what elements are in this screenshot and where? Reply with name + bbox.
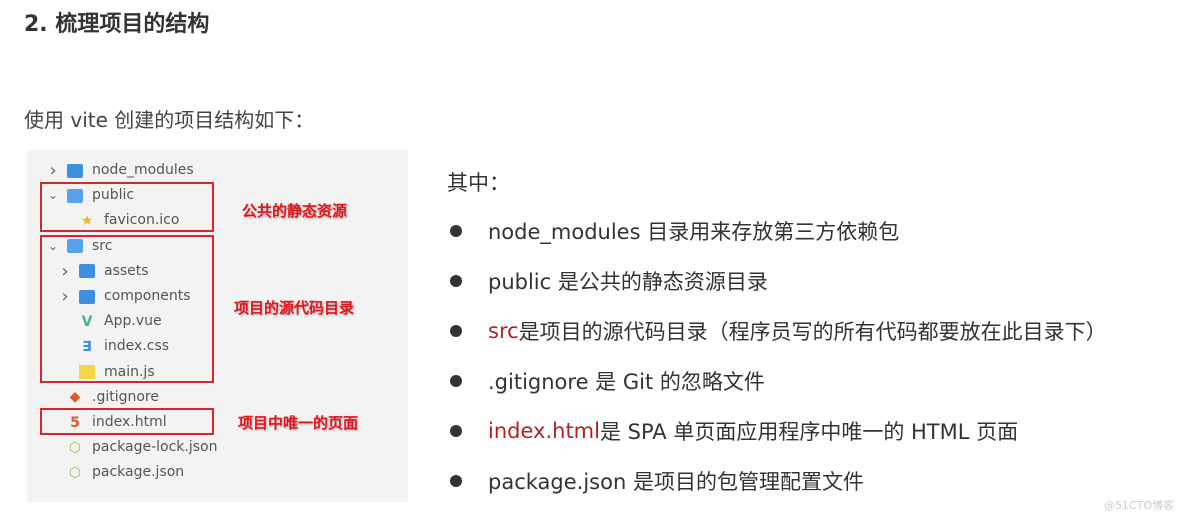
tree-item[interactable]: › node_modules bbox=[47, 158, 194, 183]
git-icon: ◆ bbox=[69, 389, 81, 406]
tree-item[interactable]: ★ favicon.ico bbox=[59, 208, 180, 233]
chevron-down-icon[interactable]: ⌄ bbox=[47, 188, 59, 203]
chevron-right-icon[interactable]: › bbox=[61, 286, 69, 307]
annotation-src: 项目的源代码目录 bbox=[234, 299, 355, 317]
watermark: @51CTO博客 bbox=[1103, 499, 1174, 512]
public-highlight-box bbox=[40, 182, 214, 232]
bullet-icon bbox=[450, 425, 462, 437]
list-item-text: package.json 是项目的包管理配置文件 bbox=[488, 470, 864, 494]
tree-item-label: App.vue bbox=[104, 313, 162, 330]
tree-item[interactable]: ⬡ package.json bbox=[47, 460, 184, 485]
index-highlight-box bbox=[40, 408, 214, 435]
folder-icon bbox=[79, 264, 95, 279]
tree-item-label: index.html bbox=[92, 414, 167, 430]
tree-item[interactable]: ⬡ package-lock.json bbox=[47, 435, 218, 460]
tree-item[interactable]: ◆ .gitignore bbox=[47, 385, 159, 410]
list-item: index.html 是 SPA 单页面应用程序中唯一的 HTML 页面 bbox=[450, 416, 1018, 446]
tree-item[interactable]: ∃ index.css bbox=[59, 334, 169, 359]
html-icon: 5 bbox=[70, 414, 80, 431]
star-icon: ★ bbox=[80, 212, 94, 229]
highlight-term: index.html bbox=[488, 419, 600, 443]
js-icon bbox=[79, 365, 95, 380]
tree-item[interactable]: ⌄ src bbox=[47, 234, 112, 259]
tree-item[interactable]: › assets bbox=[59, 259, 149, 284]
list-item: package.json 是项目的包管理配置文件 bbox=[450, 466, 864, 496]
list-item-text: 是 SPA 单页面应用程序中唯一的 HTML 页面 bbox=[599, 420, 1019, 444]
chevron-right-icon[interactable]: › bbox=[49, 160, 57, 181]
tree-item-label: node_modules bbox=[92, 162, 194, 178]
tree-item-label: package.json bbox=[92, 464, 185, 481]
tree-item[interactable]: 5 index.html bbox=[47, 410, 167, 435]
highlight-term: src bbox=[488, 319, 519, 343]
annotation-public: 公共的静态资源 bbox=[242, 202, 348, 220]
vue-icon: V bbox=[81, 313, 93, 330]
css-icon: ∃ bbox=[82, 338, 92, 355]
list-item: src 是项目的源代码目录（程序员写的所有代码都要放在此目录下） bbox=[450, 316, 1107, 346]
folder-icon bbox=[79, 289, 95, 304]
tree-item-label: .gitignore bbox=[92, 388, 159, 405]
json-icon: ⬡ bbox=[68, 439, 82, 456]
list-item: public 是公共的静态资源目录 bbox=[450, 266, 768, 296]
annotation-index: 项目中唯一的页面 bbox=[238, 414, 359, 432]
file-tree-panel: › node_modules ⌄ public ★ favicon.ico ⌄ src › ass… bbox=[27, 150, 408, 502]
list-item-text: .gitignore 是 Git 的忽略文件 bbox=[488, 370, 765, 394]
list-item: node_modules 目录用来存放第三方依赖包 bbox=[450, 216, 899, 246]
tree-item[interactable]: ⌄ public bbox=[47, 183, 134, 208]
tree-item-label: public bbox=[92, 187, 135, 204]
tree-item-label: src bbox=[92, 237, 113, 254]
tree-item[interactable]: › components bbox=[59, 284, 191, 309]
chevron-down-icon[interactable]: ⌄ bbox=[47, 238, 59, 253]
folder-open-icon bbox=[67, 188, 83, 203]
tree-item[interactable]: V App.vue bbox=[59, 309, 162, 334]
list-item-text: 是项目的源代码目录（程序员写的所有代码都要放在此目录下） bbox=[518, 320, 1107, 344]
list-item: .gitignore 是 Git 的忽略文件 bbox=[450, 366, 765, 396]
tree-item-label: components bbox=[104, 288, 191, 304]
intro-text: 使用 vite 创建的项目结构如下： bbox=[24, 108, 315, 132]
list-item-text: public 是公共的静态资源目录 bbox=[488, 270, 768, 294]
tree-item-label: package-lock.json bbox=[92, 439, 218, 456]
folder-open-icon bbox=[67, 239, 83, 254]
tree-item-label: index.css bbox=[104, 338, 170, 355]
tree-item-label: assets bbox=[104, 262, 149, 279]
tree-item-label: main.js bbox=[104, 363, 155, 380]
tree-item-label: favicon.ico bbox=[104, 212, 180, 229]
bullet-icon bbox=[450, 225, 462, 237]
chevron-right-icon[interactable]: › bbox=[61, 260, 69, 282]
bullet-icon bbox=[450, 475, 462, 487]
list-heading: 其中： bbox=[447, 171, 510, 195]
tree-item[interactable]: main.js bbox=[59, 360, 155, 385]
bullet-icon bbox=[450, 375, 462, 387]
bullet-icon bbox=[450, 325, 462, 337]
folder-icon bbox=[67, 163, 83, 178]
section-title: 2. 梳理项目的结构 bbox=[24, 12, 210, 37]
src-highlight-box bbox=[40, 235, 214, 383]
bullet-icon bbox=[450, 275, 462, 287]
json-icon: ⬡ bbox=[68, 464, 82, 481]
list-item-text: node_modules 目录用来存放第三方依赖包 bbox=[488, 220, 900, 244]
